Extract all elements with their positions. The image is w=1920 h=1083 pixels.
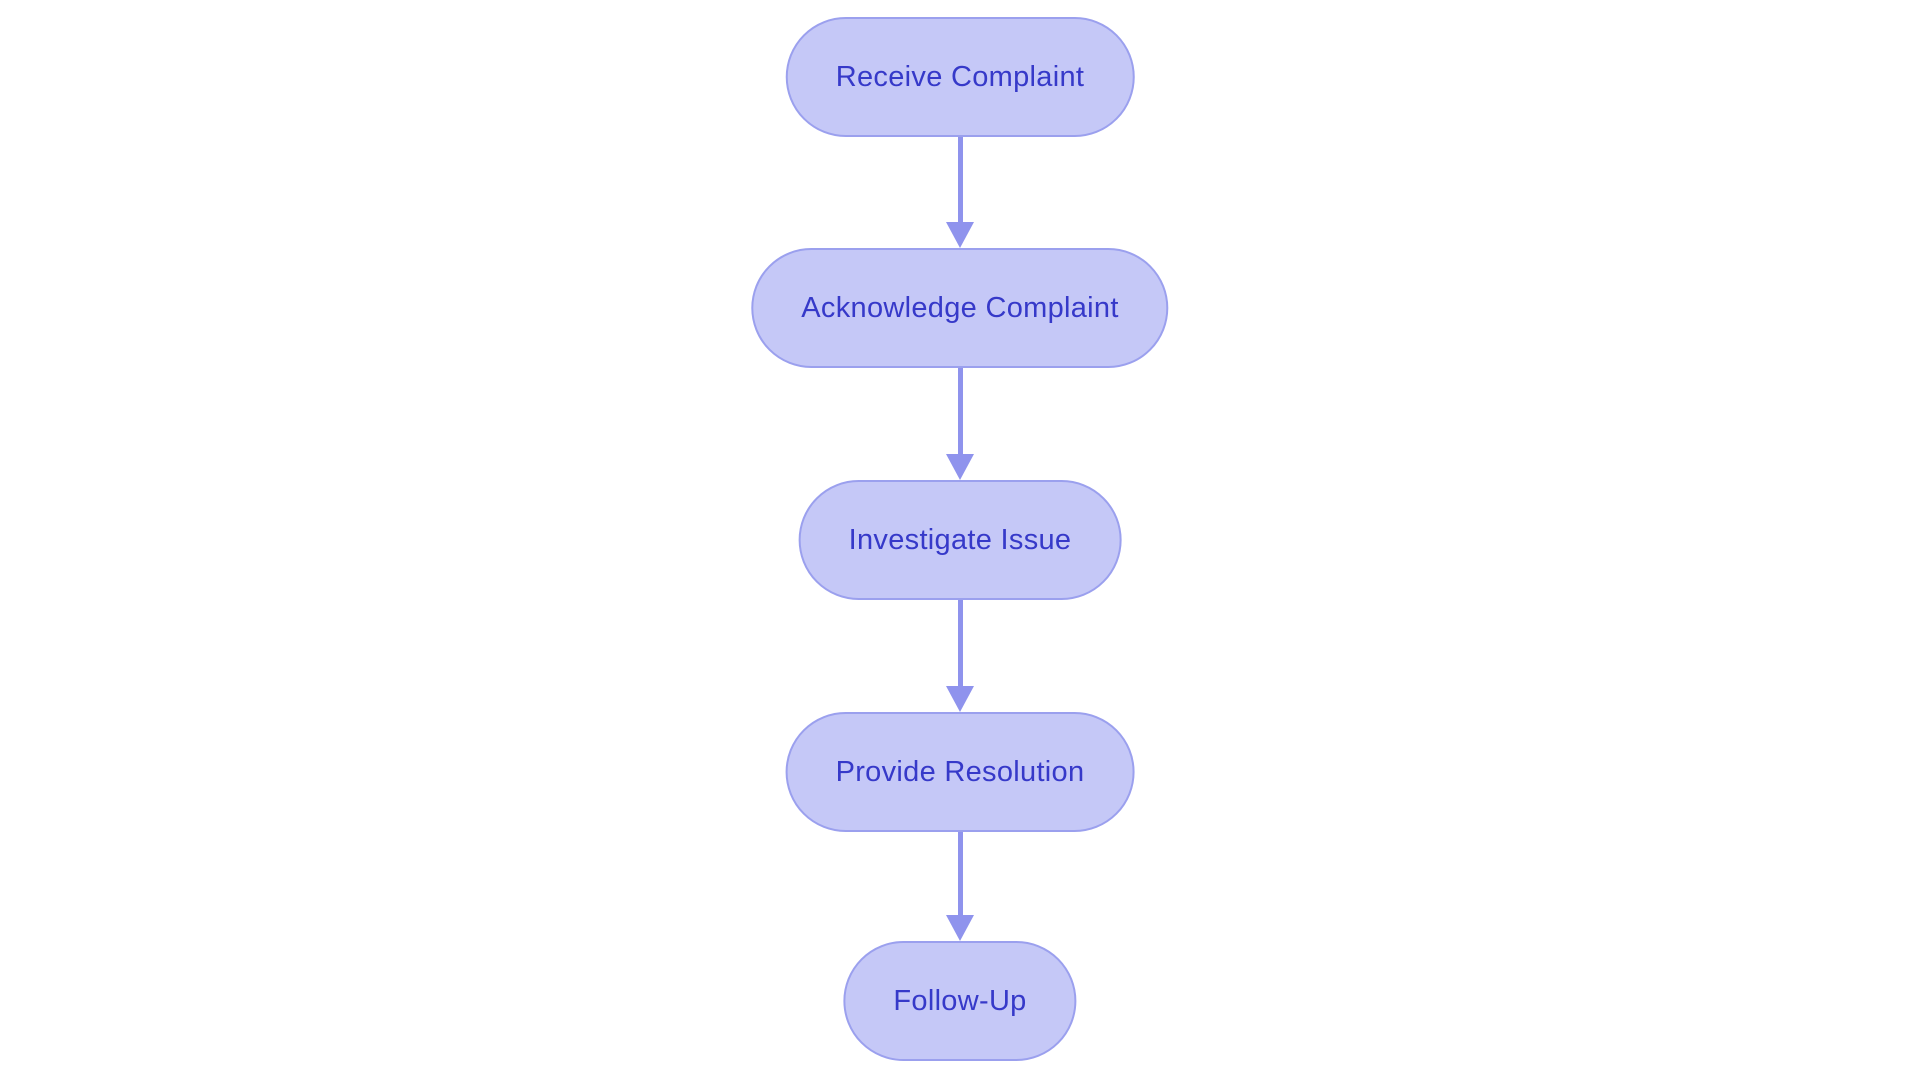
- flow-node-investigate-issue: Investigate Issue: [798, 480, 1122, 600]
- flow-node-receive-complaint: Receive Complaint: [785, 17, 1135, 137]
- node-label: Investigate Issue: [848, 523, 1072, 556]
- arrow-line: [957, 137, 963, 222]
- node-label: Follow-Up: [893, 984, 1027, 1017]
- flow-arrow-1: [946, 137, 974, 248]
- arrow-down-icon: [946, 222, 974, 248]
- arrow-down-icon: [946, 915, 974, 941]
- arrow-down-icon: [946, 454, 974, 480]
- arrow-line: [957, 832, 963, 915]
- arrow-down-icon: [946, 686, 974, 712]
- node-label: Receive Complaint: [835, 60, 1085, 93]
- flow-node-provide-resolution: Provide Resolution: [785, 712, 1135, 832]
- arrow-line: [957, 600, 963, 686]
- arrow-line: [957, 368, 963, 454]
- flow-arrow-4: [946, 832, 974, 941]
- flow-node-acknowledge-complaint: Acknowledge Complaint: [751, 248, 1169, 368]
- flow-arrow-3: [946, 600, 974, 712]
- flow-node-follow-up: Follow-Up: [843, 941, 1077, 1061]
- node-label: Provide Resolution: [835, 755, 1085, 788]
- flow-arrow-2: [946, 368, 974, 480]
- node-label: Acknowledge Complaint: [801, 291, 1119, 324]
